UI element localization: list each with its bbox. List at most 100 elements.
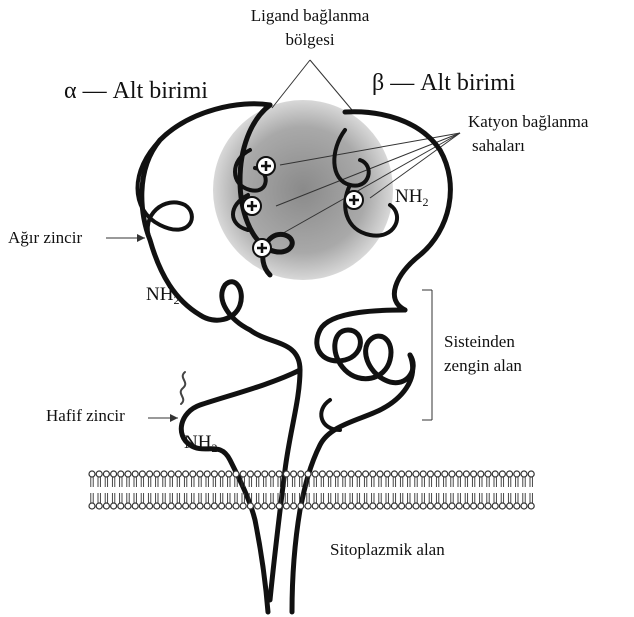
lipid-head — [471, 503, 477, 509]
lipid-head — [327, 503, 333, 509]
lipid-head — [183, 471, 189, 477]
lipid-head — [528, 503, 534, 509]
lipid-head — [427, 503, 433, 509]
lipid-head — [521, 471, 527, 477]
lipid-head — [154, 471, 160, 477]
lipid-head — [312, 503, 318, 509]
nh2-light-main: NH — [184, 432, 211, 453]
lipid-tail — [516, 477, 518, 487]
lipid-head — [161, 503, 167, 509]
lipid-tail — [177, 493, 179, 503]
lipid-tail — [184, 493, 186, 503]
lipid-tail — [278, 477, 280, 487]
lipid-tail — [400, 493, 402, 503]
lipid-head — [125, 503, 131, 509]
lipid-tail — [379, 477, 381, 487]
lipid-head — [471, 471, 477, 477]
lipid-head — [197, 471, 203, 477]
lipid-head — [132, 471, 138, 477]
lipid-tail — [228, 477, 230, 487]
lipid-head — [255, 471, 261, 477]
lipid-head — [139, 471, 145, 477]
lipid-head — [240, 471, 246, 477]
lipid-tail — [264, 477, 266, 487]
cysteine-rich-label-line2: zengin alan — [444, 356, 522, 376]
lipid-tail — [364, 477, 366, 487]
cell-membrane — [89, 471, 534, 509]
lipid-tail — [170, 477, 172, 487]
lipid-head — [161, 471, 167, 477]
lipid-head — [276, 471, 282, 477]
lipid-head — [226, 503, 232, 509]
lipid-head — [298, 503, 304, 509]
lipid-head — [384, 471, 390, 477]
lipid-head — [435, 503, 441, 509]
lipid-head — [456, 503, 462, 509]
beta-text: Alt birimi — [420, 70, 515, 96]
lipid-tail — [444, 493, 446, 503]
lipid-head — [377, 471, 383, 477]
lipid-tail — [372, 493, 374, 503]
lipid-head — [154, 503, 160, 509]
lipid-tail — [364, 493, 366, 503]
lipid-head — [442, 503, 448, 509]
lipid-tail — [393, 493, 395, 503]
lipid-tail — [350, 477, 352, 487]
lipid-head — [233, 471, 239, 477]
lipid-tail — [451, 493, 453, 503]
lipid-head — [89, 503, 95, 509]
lipid-head — [262, 503, 268, 509]
lipid-tail — [134, 493, 136, 503]
lipid-tail — [98, 493, 100, 503]
lipid-tail — [523, 477, 525, 487]
nh2-light-label: NH2 — [184, 432, 217, 456]
lipid-tail — [206, 493, 208, 503]
lipid-tail — [444, 477, 446, 487]
lipid-head — [399, 503, 405, 509]
lipid-tail — [480, 493, 482, 503]
lipid-tail — [127, 477, 129, 487]
lipid-tail — [530, 477, 532, 487]
lipid-head — [449, 471, 455, 477]
lipid-tail — [220, 477, 222, 487]
lipid-tail — [357, 477, 359, 487]
lipid-head — [399, 471, 405, 477]
lipid-head — [204, 471, 210, 477]
lipid-tail — [148, 477, 150, 487]
lipid-head — [111, 503, 117, 509]
lipid-tail — [112, 493, 114, 503]
lipid-head — [211, 503, 217, 509]
lipid-tail — [314, 477, 316, 487]
lipid-head — [463, 503, 469, 509]
lipid-head — [363, 503, 369, 509]
lipid-tail — [508, 493, 510, 503]
lipid-head — [478, 471, 484, 477]
lipid-head — [96, 471, 102, 477]
lipid-tail — [120, 477, 122, 487]
lipid-tail — [192, 493, 194, 503]
lipid-head — [478, 503, 484, 509]
lipid-tail — [321, 477, 323, 487]
lipid-head — [435, 471, 441, 477]
lipid-tail — [256, 493, 258, 503]
lipid-head — [312, 471, 318, 477]
lipid-head — [514, 471, 520, 477]
lipid-head — [427, 471, 433, 477]
alpha-symbol: α — [64, 78, 77, 104]
lipid-tail — [422, 477, 424, 487]
lipid-tail — [328, 477, 330, 487]
lipid-head — [283, 503, 289, 509]
lipid-head — [363, 471, 369, 477]
lipid-head — [118, 471, 124, 477]
lipid-tail — [408, 493, 410, 503]
lipid-tail — [501, 477, 503, 487]
lipid-head — [219, 471, 225, 477]
cation-sites-label-line1: Katyon bağlanma — [468, 112, 588, 132]
lipid-tail — [156, 477, 158, 487]
lipid-head — [507, 503, 513, 509]
lipid-head — [269, 471, 275, 477]
lipid-tail — [336, 477, 338, 487]
lipid-tail — [465, 493, 467, 503]
lipid-tail — [120, 493, 122, 503]
lipid-head — [442, 471, 448, 477]
